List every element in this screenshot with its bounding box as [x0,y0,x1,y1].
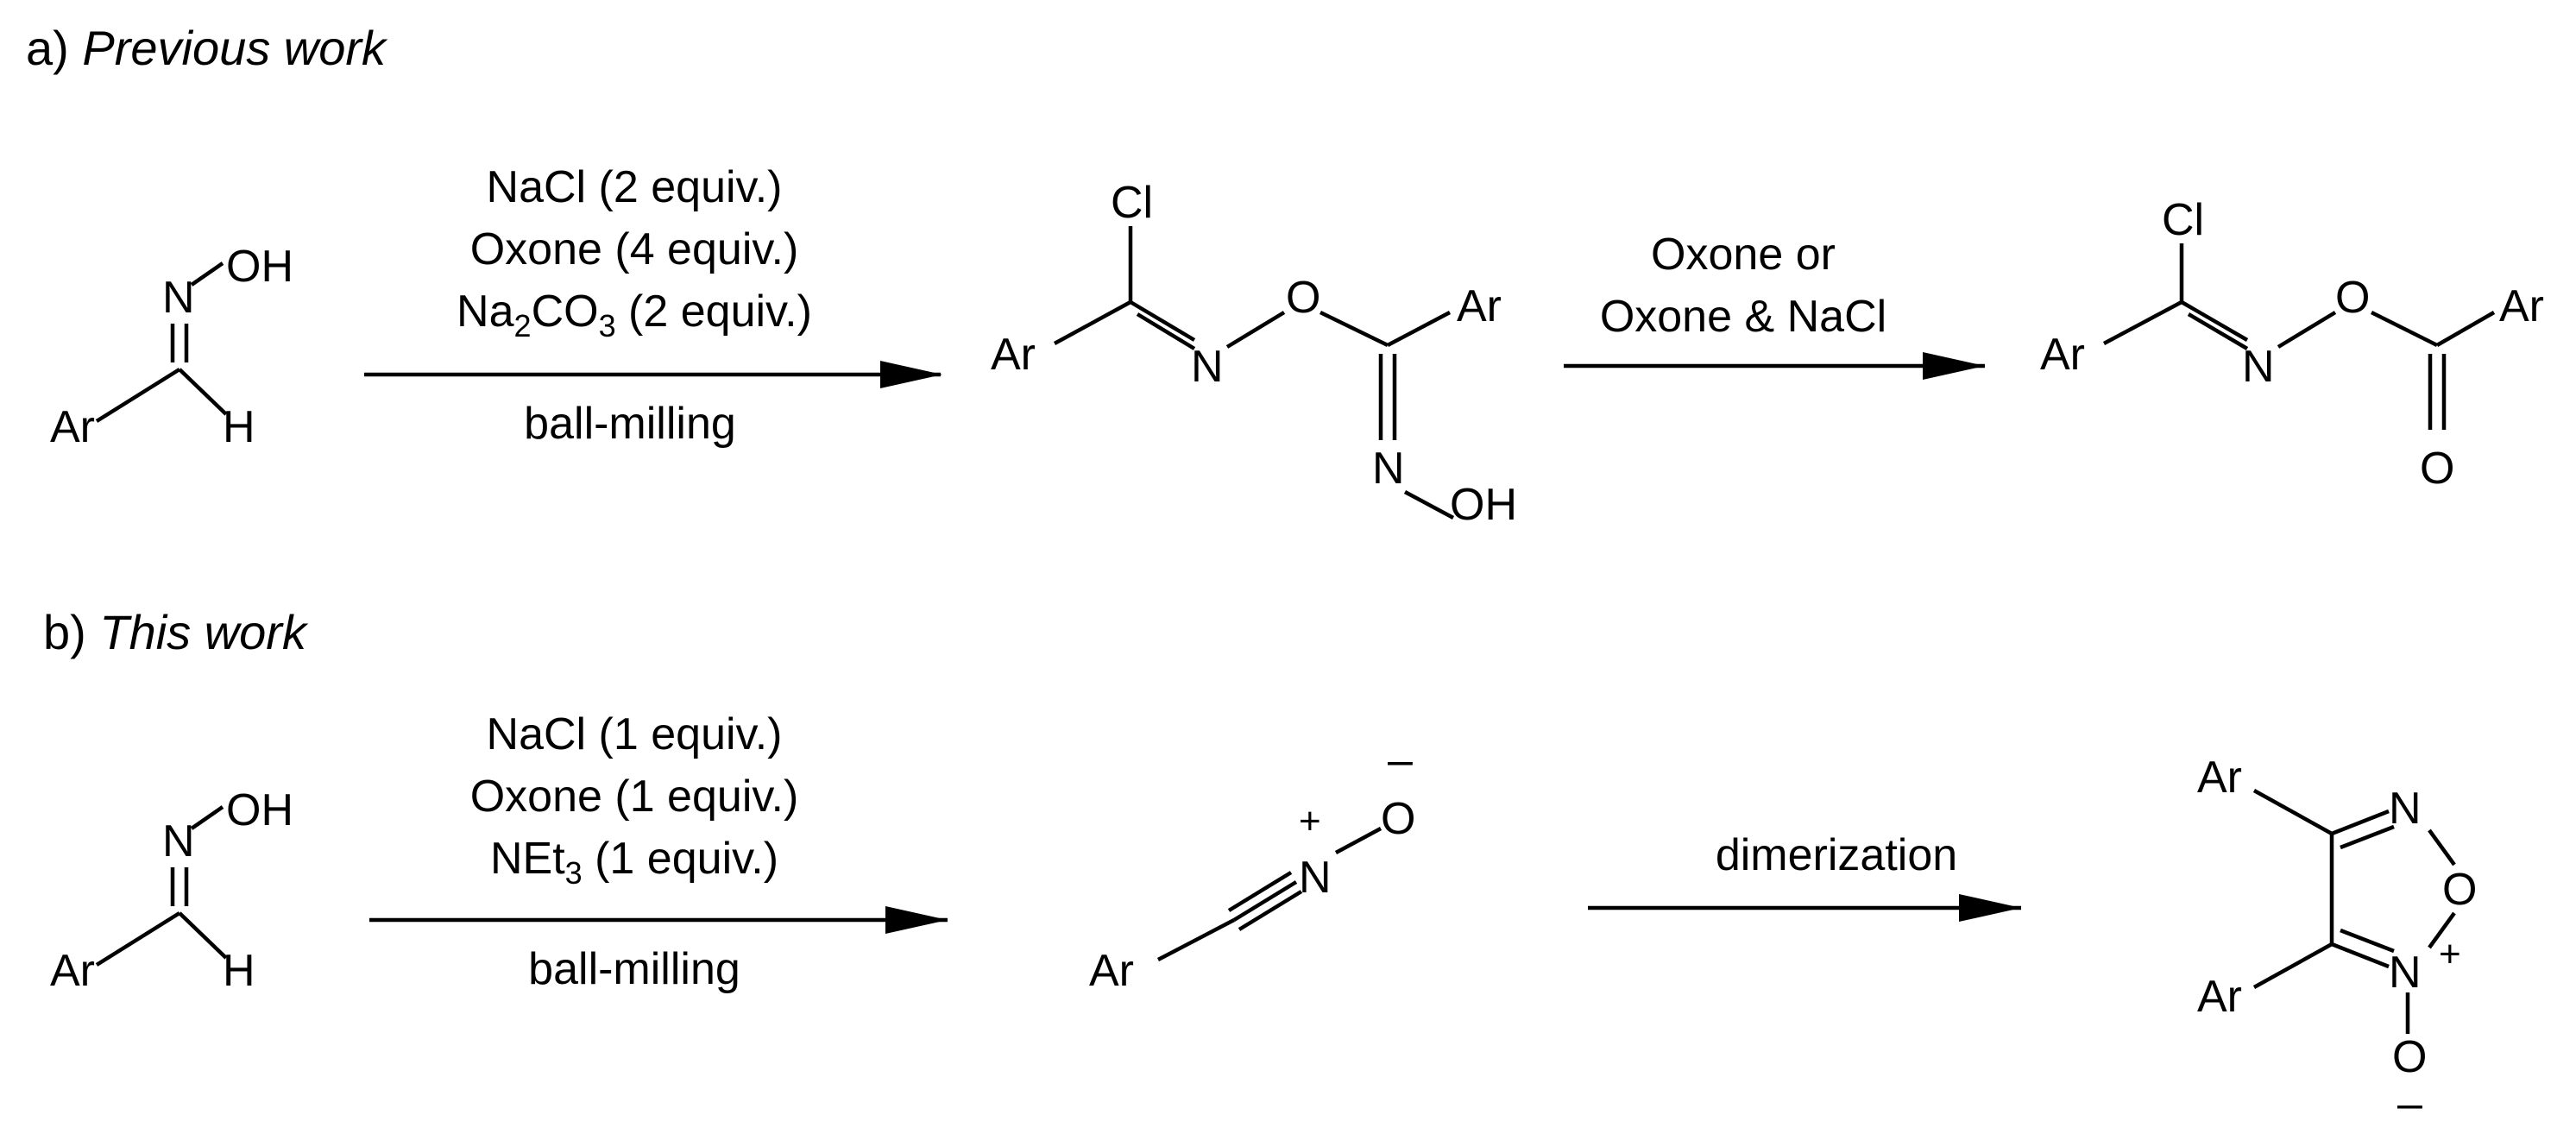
oh-label: OH [226,242,293,292]
n-label: N [1299,853,1332,903]
n-label: N [1372,444,1405,494]
panel-a: a) Previous work Ar H N OH NaCl (2 equiv… [26,21,2544,530]
aldoxime-reactant-a: Ar H N OH [50,242,293,452]
ar-label: Ar [50,402,95,452]
n-label: N [2389,784,2422,834]
h-label: H [223,402,255,452]
second-line2: Oxone & NaCl [1600,292,1886,342]
cl-label: Cl [1111,178,1153,228]
arrow-b1: NaCl (1 equiv.) Oxone (1 equiv.) NEt3 (1… [369,709,948,994]
o-label: O [1381,794,1415,844]
intermediate-a: Ar Cl N O Ar N OH [991,178,1517,530]
panel-b-label: b) This work [43,605,309,659]
ar-label: Ar [2197,753,2242,803]
ar-label: Ar [2197,972,2242,1022]
reagent-line1: NaCl (1 equiv.) [487,709,783,759]
product-a: Ar Cl N O Ar O [2040,195,2544,494]
reagent-line2: Oxone (1 equiv.) [470,772,799,822]
oh-label: OH [226,785,293,835]
arrow-a1: NaCl (2 equiv.) Oxone (4 equiv.) Na2CO3 … [364,162,942,449]
condition-label: ball-milling [524,399,736,449]
o-label: O [1286,273,1320,323]
reagent-line1: NaCl (2 equiv.) [487,162,783,212]
o-label: O [2420,444,2454,494]
aldoxime-reactant-b: Ar H N OH [50,785,293,996]
furoxan-product: Ar Ar N O N + O – [2197,753,2477,1129]
n-label: N [162,273,195,323]
plus-charge: + [2439,933,2461,975]
reagent-line2: Oxone (4 equiv.) [470,224,799,274]
cl-label: Cl [2162,195,2204,245]
oh-label: OH [1450,480,1517,530]
h-label: H [223,946,255,996]
o-label: O [2442,865,2477,915]
plus-charge: + [1299,800,1321,842]
minus-charge: – [2397,1079,2422,1129]
second-line1: Oxone or [1651,230,1836,280]
arrowhead [885,906,948,934]
ar-label: Ar [2040,330,2085,380]
n-label: N [1191,342,1224,392]
arrow-a2: Oxone or Oxone & NaCl [1564,230,1985,380]
panel-a-label: a) Previous work [26,21,388,75]
n-label: N [2389,948,2422,998]
arrow-b2: dimerization [1588,830,2021,922]
ar-label: Ar [50,946,95,996]
n-label: N [2242,342,2275,392]
arrowhead [880,361,942,388]
ar-label: Ar [1089,946,1134,996]
n-label: N [162,816,195,866]
reagent-line3: Na2CO3 (2 equiv.) [457,287,812,343]
o-label: O [2392,1032,2427,1082]
minus-charge: – [1388,735,1413,785]
condition-label: ball-milling [528,944,740,994]
arrowhead [1923,352,1985,380]
second-label: dimerization [1716,830,1957,880]
panel-b: b) This work Ar H N OH NaCl (1 equiv.) O… [43,605,2477,1129]
reagent-line3: NEt3 (1 equiv.) [490,834,778,891]
ar-label: Ar [1457,281,1502,331]
ar-label: Ar [2499,281,2544,331]
o-label: O [2335,273,2370,323]
nitrile-oxide: Ar N + O – [1089,735,1415,996]
ar-label: Ar [991,330,1036,380]
arrowhead [1959,894,2021,922]
